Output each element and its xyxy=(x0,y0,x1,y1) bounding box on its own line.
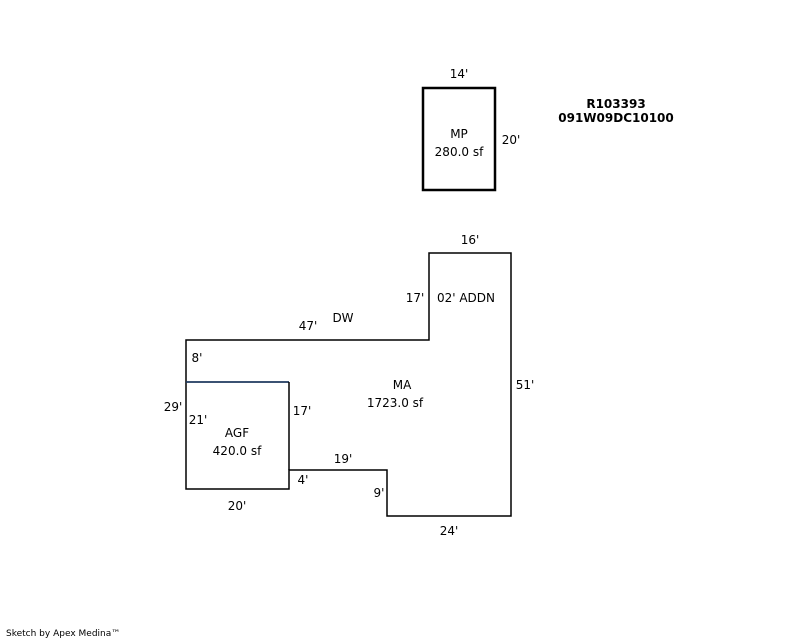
mp-area: 280.0 sf xyxy=(435,145,484,159)
dim-addn-top: 16' xyxy=(461,233,480,247)
main-area-size: 1723.0 sf xyxy=(367,396,424,410)
dim-notch-side: 4' xyxy=(298,473,309,487)
dw-label: DW xyxy=(332,311,353,325)
dim-step-down: 9' xyxy=(374,486,385,500)
mp-name: MP xyxy=(450,127,468,141)
dim-main-top: 47' xyxy=(299,319,318,333)
dim-notch-top: 19' xyxy=(334,452,353,466)
addition-label: 02' ADDN xyxy=(437,291,495,305)
agf-dim-bottom: 20' xyxy=(228,499,247,513)
dim-right: 51' xyxy=(516,378,535,392)
agf-area: 420.0 sf xyxy=(213,444,262,458)
main-area-name: MA xyxy=(393,378,412,392)
mp-dim-top: 14' xyxy=(450,67,469,81)
mp-dim-right: 20' xyxy=(502,133,521,147)
dim-bottom: 24' xyxy=(440,524,459,538)
parcel-account: R103393 xyxy=(586,97,645,111)
agf-dim-right: 17' xyxy=(293,404,312,418)
mp-outline xyxy=(421,86,497,192)
dim-addn-left: 17' xyxy=(406,291,425,305)
parcel-map-id: 091W09DC10100 xyxy=(558,111,674,125)
dim-left-upper: 8' xyxy=(192,351,203,365)
agf-name: AGF xyxy=(225,426,249,440)
sketch-credit: Sketch by Apex Medina™ xyxy=(6,629,120,639)
agf-dim-left: 21' xyxy=(189,413,208,427)
dim-left-total: 29' xyxy=(164,400,183,414)
